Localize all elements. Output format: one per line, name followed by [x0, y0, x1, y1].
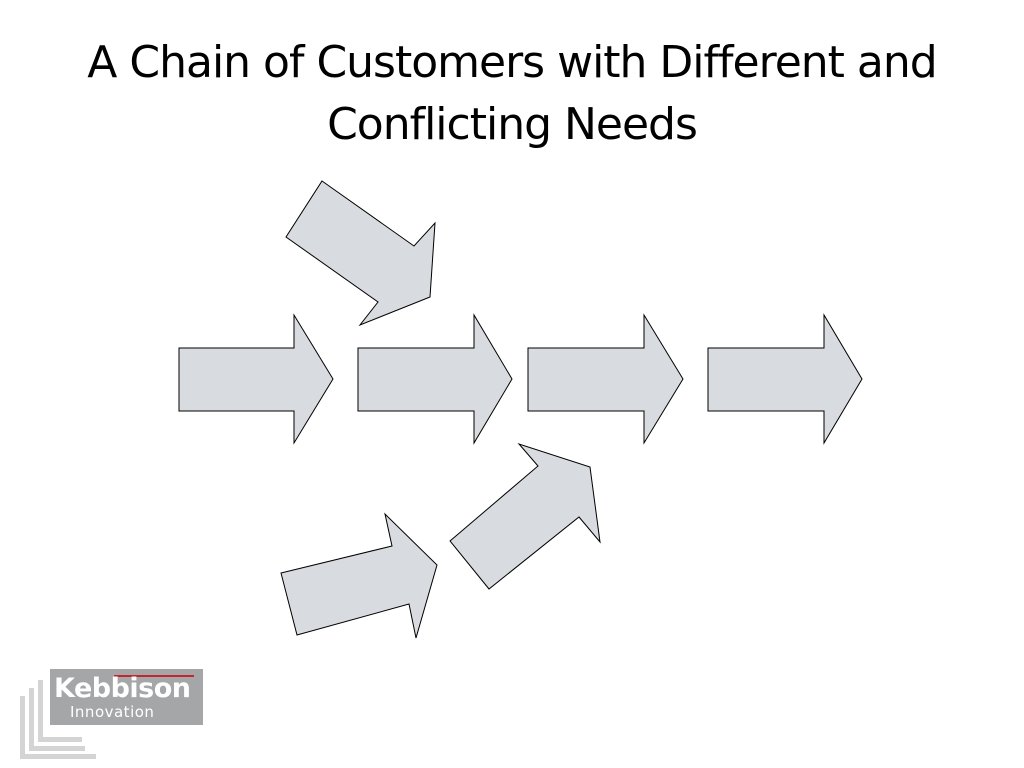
logo-frame-vertical-3	[20, 696, 25, 759]
input-arrow-upper	[285, 180, 436, 327]
input-arrow-lower-2	[449, 442, 601, 590]
logo-box	[50, 669, 203, 725]
chain-arrow-2	[357, 313, 513, 445]
kebbison-logo: Kebbison Innovation	[16, 668, 206, 760]
logo-frame-vertical-2	[29, 688, 34, 751]
logo-frame-horizontal-2	[29, 746, 85, 751]
input-arrow-lower-1	[280, 512, 438, 639]
logo-frame-vertical-1	[38, 680, 43, 742]
chain-arrow-3	[527, 313, 684, 445]
chain-arrow-1	[178, 313, 334, 445]
slide-title: A Chain of Customers with Different and …	[87, 37, 937, 150]
chain-arrow-4	[707, 313, 863, 445]
logo-frame-horizontal-1	[38, 737, 82, 742]
logo-wordmark: Kebbison	[54, 673, 191, 704]
logo-frame-horizontal-3	[20, 754, 96, 759]
logo-accent-rule	[114, 675, 194, 677]
logo-tagline: Innovation	[70, 703, 155, 721]
